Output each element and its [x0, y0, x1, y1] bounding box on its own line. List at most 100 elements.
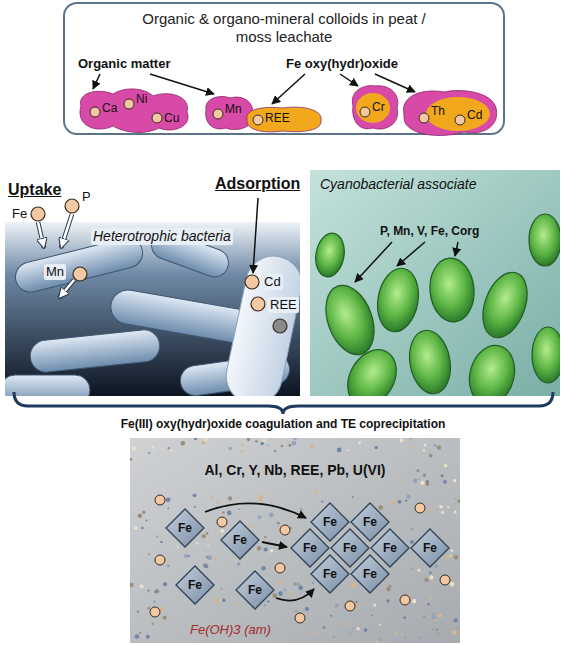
precipitate-photo — [450, 549, 453, 552]
precipitate-photo — [284, 558, 286, 560]
precipitate-photo — [312, 444, 315, 447]
colloid-shape — [80, 89, 188, 133]
precipitate-photo — [445, 555, 450, 560]
precipitate-photo — [452, 630, 457, 635]
process-heading: Adsorption — [215, 174, 300, 193]
trace-element-particle — [155, 555, 165, 565]
precipitate-photo — [177, 546, 179, 548]
precipitate-photo — [237, 562, 241, 566]
uptake-arrow — [61, 214, 72, 248]
precipitate-photo — [300, 508, 303, 511]
precipitate-photo — [423, 449, 425, 451]
precipitate-photo — [418, 478, 420, 480]
precipitate-photo — [247, 438, 250, 441]
precipitate-photo — [130, 438, 460, 643]
pointer-arrow — [93, 74, 100, 89]
precipitate-photo — [411, 568, 413, 570]
trace-element-particle — [217, 517, 227, 527]
pointer-arrow — [455, 242, 458, 256]
element-particle — [360, 107, 370, 117]
precipitate-photo — [278, 591, 283, 596]
fe-octahedron — [176, 566, 214, 604]
cyanobacteria-photo — [532, 327, 560, 383]
precipitate-photo — [194, 506, 196, 508]
trace-element-particle — [155, 495, 165, 505]
precipitate-photo — [202, 534, 206, 538]
precipitate-photo — [424, 444, 427, 447]
precipitate-photo — [237, 603, 240, 606]
precipitate-photo — [227, 511, 232, 516]
precipitate-photo — [454, 498, 456, 500]
cyanobacteria-photo — [373, 265, 424, 335]
coagulation-arrow — [262, 542, 287, 547]
element-particle — [419, 113, 429, 123]
element-particle — [124, 99, 134, 109]
precipitate-photo — [441, 511, 444, 514]
mineral-label: Fe(OH)3 (am) — [190, 622, 271, 638]
precipitate-photo — [454, 510, 457, 513]
precipitate-photo — [130, 583, 134, 588]
cyanobacteria-photo — [312, 214, 560, 396]
precipitate-photo-panel: Al, Cr, Y, Nb, REE, Pb, U(VI)Fe(OH)3 (am… — [130, 438, 460, 643]
precipitate-photo — [220, 599, 222, 601]
precipitate-photo — [412, 599, 416, 603]
precipitate-photo — [352, 496, 354, 498]
precipitate-photo — [281, 445, 284, 448]
element-label: REE — [265, 111, 290, 125]
element-particle — [152, 113, 162, 123]
precipitate-photo — [389, 585, 392, 588]
octahedron-label: Fe — [383, 541, 397, 555]
octahedron-label: Fe — [248, 583, 262, 597]
coagulation-arrow — [205, 503, 314, 600]
panel-caption: Cyanobacterial associate — [320, 176, 476, 193]
precipitate-photo — [305, 607, 309, 611]
precipitate-photo — [352, 627, 354, 629]
colloid-shape — [400, 88, 500, 136]
element-label: Cu — [164, 111, 179, 125]
element-list: P, Mn, V, Fe, Corg — [380, 224, 479, 238]
precipitate-photo — [222, 511, 225, 514]
precipitate-photo — [403, 616, 406, 619]
bacteria-photo — [5, 222, 300, 396]
uptake-arrow — [61, 214, 72, 248]
uptake-arrow — [59, 280, 74, 298]
precipitate-photo — [420, 481, 424, 485]
precipitate-photo — [437, 445, 441, 449]
precipitate-photo — [217, 501, 220, 504]
pointer-arrow — [272, 74, 305, 104]
precipitate-photo — [330, 615, 332, 617]
precipitate-photo — [261, 566, 265, 570]
precipitate-photo — [295, 610, 298, 613]
precipitate-photo — [411, 528, 414, 531]
bacteria-photo-panel: Heterotrophic bacteria — [5, 222, 300, 396]
cyanobacteria-photo — [475, 266, 536, 344]
trace-element-particle — [440, 575, 450, 585]
precipitate-photo — [349, 632, 351, 634]
fe-octahedron — [351, 555, 389, 593]
coagulation-arrow — [205, 503, 306, 518]
precipitate-photo — [430, 597, 433, 600]
element-label: Th — [431, 104, 445, 118]
precipitate-photo — [312, 582, 315, 585]
precipitate-photo — [146, 635, 150, 639]
precipitate-photo — [426, 480, 429, 483]
precipitate-photo — [297, 582, 301, 586]
fe-octahedron — [236, 571, 274, 609]
colloid-shape — [352, 86, 398, 129]
precipitate-photo — [345, 622, 349, 626]
precipitate-photo — [373, 604, 376, 607]
trace-element-particle — [150, 607, 160, 617]
precipitate-photo — [454, 555, 458, 559]
precipitate-photo — [269, 513, 274, 518]
precipitate-photo — [156, 536, 158, 538]
group-label: Fe oxy(hydr)oxide — [286, 56, 398, 72]
precipitate-photo — [141, 527, 144, 530]
precipitate-photo — [201, 441, 205, 445]
precipitate-photo — [132, 446, 136, 450]
precipitate-photo — [429, 575, 433, 579]
precipitate-photo — [241, 444, 243, 446]
fe-oxyhydroxide-colloid: REE — [243, 104, 325, 134]
precipitate-photo — [151, 623, 153, 625]
element-particle — [73, 267, 87, 281]
colloid-shape — [73, 86, 195, 134]
